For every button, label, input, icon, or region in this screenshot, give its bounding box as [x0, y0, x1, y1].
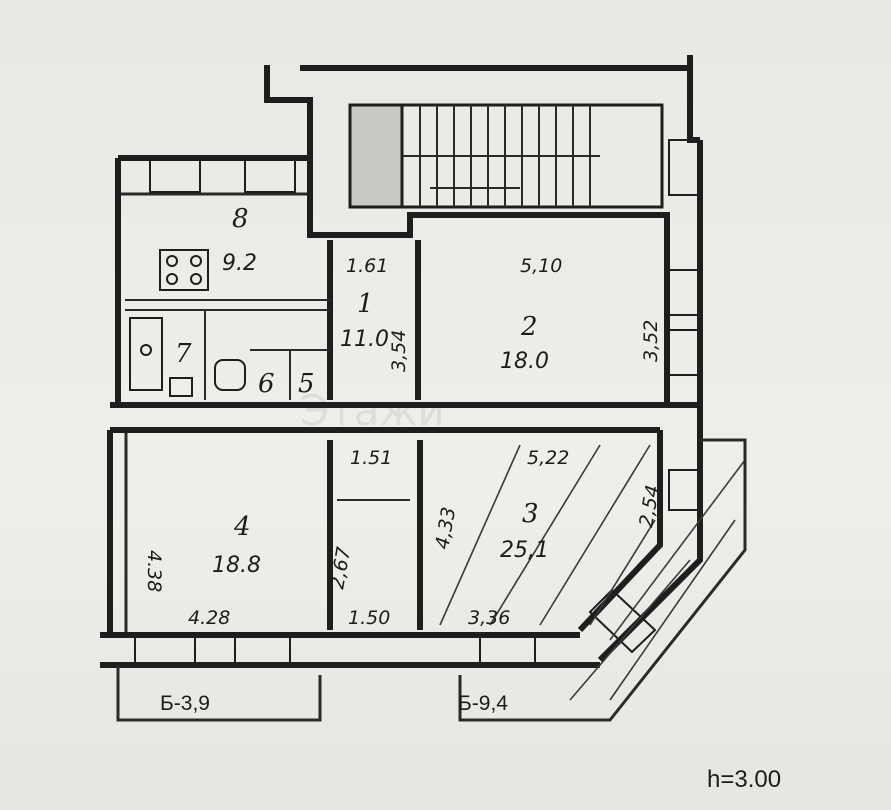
dim-room-1-length: 3,54	[388, 330, 410, 372]
room-2-number: 2	[520, 312, 538, 342]
dim-room-3-bottom: 3,36	[468, 607, 510, 629]
interior-walls	[100, 240, 703, 668]
outer-walls	[107, 139, 703, 635]
ceiling-height-label: h=3.00	[707, 766, 781, 793]
room-3-area: 25,1	[500, 538, 549, 563]
dim-closet-width: 1.50	[348, 607, 390, 629]
room-3-hatching	[439, 444, 746, 701]
staircase	[264, 55, 700, 209]
dim-room-4-length: 4.38	[143, 550, 165, 592]
balcony-right-label: Б-9,4	[458, 692, 508, 715]
dim-room-3-width: 5,22	[527, 447, 569, 469]
dim-corridor-width: 1.61	[346, 255, 388, 277]
dim-hall-width: 1.51	[350, 447, 392, 469]
dim-room-4-width: 4.28	[188, 607, 230, 629]
dim-room-2-width: 5,10	[520, 255, 562, 277]
balcony-right	[458, 438, 747, 722]
room-2-area: 18.0	[500, 349, 549, 374]
room-4-number: 4	[233, 512, 251, 542]
room-7-number: 7	[175, 339, 192, 369]
balcony-left-label: Б-3,9	[160, 692, 210, 715]
room-6-number: 6	[258, 369, 275, 399]
dim-room-2-length: 3,52	[640, 320, 662, 362]
room-4-area: 18.8	[212, 553, 261, 578]
kitchen-fixtures	[129, 249, 246, 397]
dim-room-3-length: 4,33	[431, 505, 460, 550]
room-1-number: 1	[357, 289, 374, 319]
room-5-number: 5	[298, 369, 315, 399]
room-3-number: 3	[522, 499, 539, 529]
room-8-number: 8	[232, 204, 249, 234]
room-8-area: 9.2	[222, 251, 257, 276]
room-1-area: 11.0	[340, 327, 389, 352]
balcony-left	[116, 665, 322, 722]
